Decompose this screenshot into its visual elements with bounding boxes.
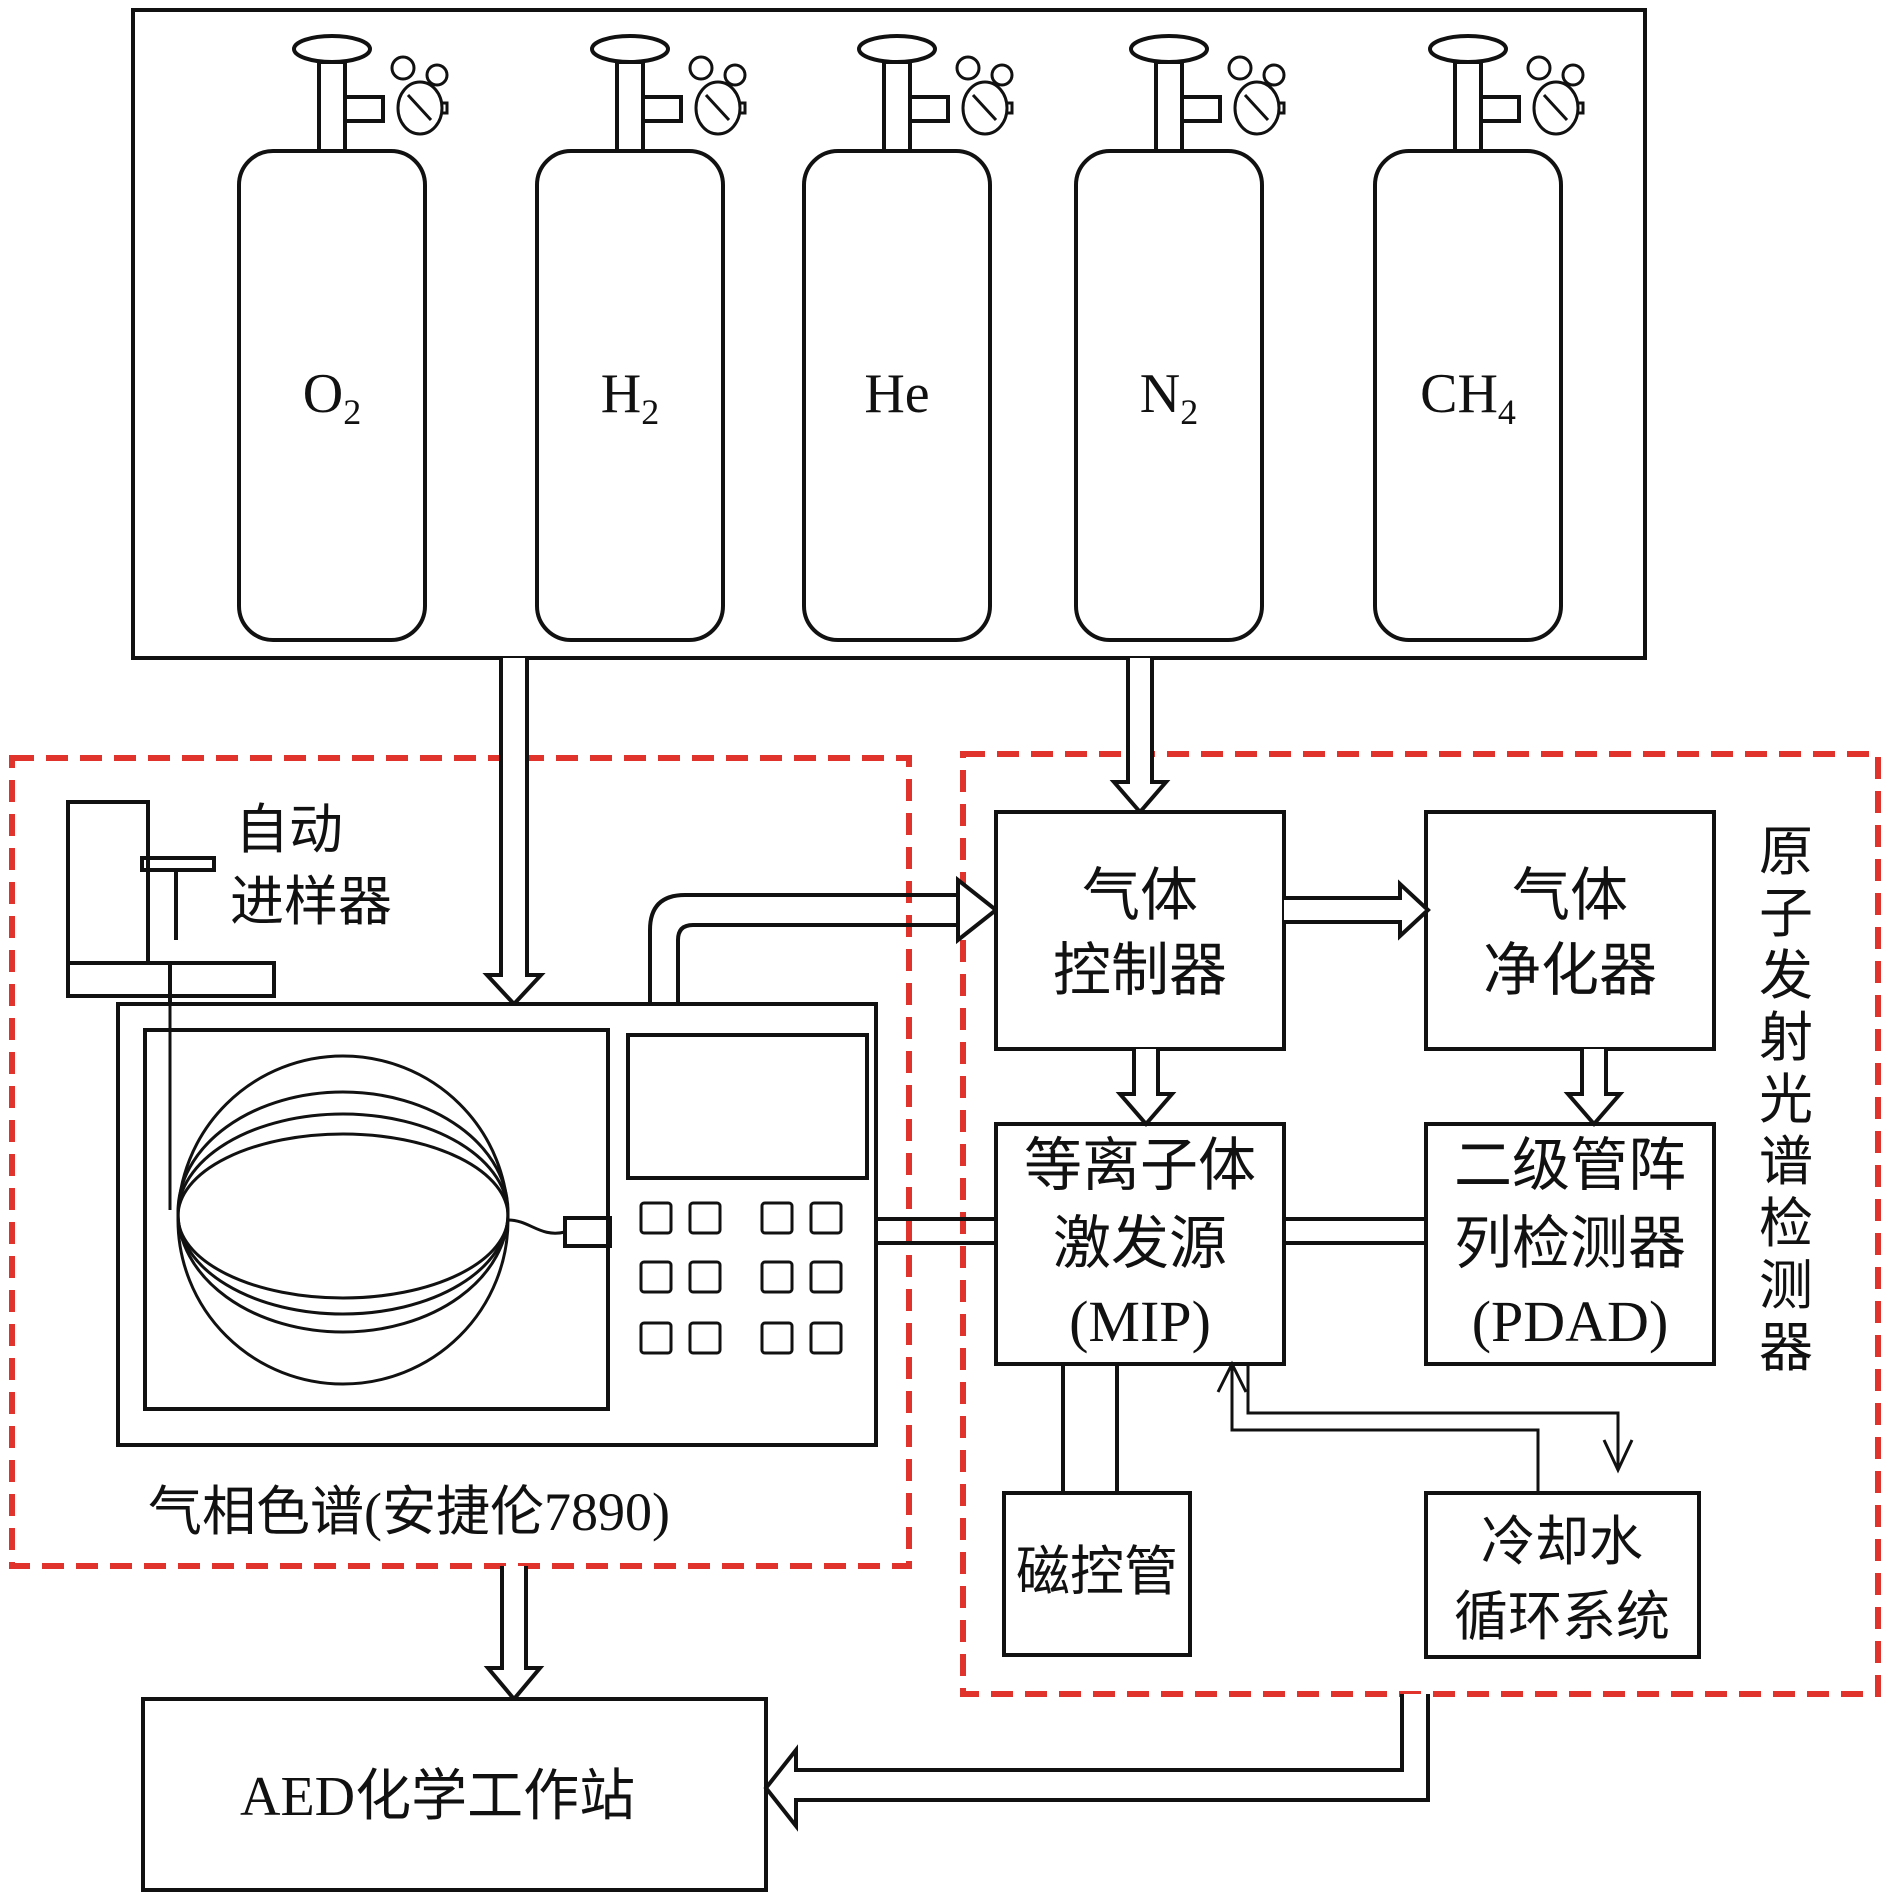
gc-keypad-button: [688, 1260, 722, 1294]
gc-keypad-button: [639, 1321, 673, 1355]
magnetron-box: [1002, 1491, 1192, 1657]
aed-vertical-title: 谱: [1759, 1132, 1813, 1192]
pressure-gauge-icon: [390, 55, 449, 136]
gc-keypad-button: [639, 1260, 673, 1294]
pressure-gauge-icon: [955, 55, 1014, 136]
aed-vertical-title: 检: [1759, 1194, 1813, 1254]
arrow-gc-to-workstation: [483, 1566, 545, 1703]
gas-purifier-label: 净化器: [1483, 938, 1657, 1003]
aed-vertical-title: 射: [1759, 1008, 1813, 1068]
gc-display-screen: [626, 1033, 869, 1180]
gc-keypad-button: [688, 1321, 722, 1355]
cooling-box: [1424, 1491, 1701, 1659]
gas-controller-label: 控制器: [1053, 938, 1227, 1003]
plasma-source-box: [994, 1122, 1286, 1366]
gas-cylinder: He: [802, 34, 1014, 642]
gc-keypad-button: [809, 1201, 843, 1235]
gc-keypad-button: [760, 1201, 794, 1235]
cooling-system-label: 循环系统: [1454, 1587, 1670, 1647]
gas-controller-label: 气体: [1082, 863, 1198, 928]
gas-cylinder: H2: [535, 34, 747, 642]
plasma-source-label: (MIP): [1069, 1289, 1211, 1354]
gas-purifier-label: 气体: [1512, 863, 1628, 928]
detector-label: 二级管阵: [1454, 1133, 1686, 1198]
aed-vertical-title: 原: [1759, 822, 1813, 882]
gas-formula-label: O2: [303, 363, 361, 432]
gc-instrument: [116, 875, 1000, 1447]
arrow-gas-to-gc: [482, 658, 546, 1007]
magnetron-label: 磁控管: [1016, 1542, 1178, 1602]
gc-keypad-button: [688, 1201, 722, 1235]
arrow-purifier-to-detector: [1563, 1049, 1625, 1128]
aed-vertical-title: 器: [1759, 1318, 1813, 1378]
arrow-aed-to-workstation: [763, 1694, 1430, 1832]
aed-vertical-title: 光: [1759, 1070, 1813, 1130]
gas-formula-label: N2: [1140, 363, 1198, 432]
gc-caption: 气相色谱(安捷伦7890): [148, 1482, 670, 1542]
gas-controller-box: [994, 810, 1286, 1051]
gc-keypad-button: [760, 1321, 794, 1355]
aed-vertical-title: 测: [1759, 1256, 1813, 1316]
pressure-gauge-icon: [688, 55, 747, 136]
arrow-controller-to-mip: [1115, 1049, 1177, 1128]
gas-formula-label: CH4: [1420, 363, 1516, 432]
gc-keypad-button: [809, 1321, 843, 1355]
gas-formula-label: He: [864, 363, 929, 425]
arrow-gas-to-controller: [1109, 658, 1171, 816]
arrow-controller-to-purifier: [1284, 879, 1431, 941]
gc-keypad-button: [809, 1260, 843, 1294]
plasma-source-label: 等离子体: [1024, 1133, 1256, 1198]
gas-cylinder: CH4: [1373, 34, 1585, 642]
pressure-gauge-icon: [1526, 55, 1585, 136]
cooling-loop: [1216, 1360, 1634, 1493]
gc-group-border: [9, 755, 912, 1569]
workstation-label: AED化学工作站: [240, 1766, 635, 1828]
workstation-box: [141, 1697, 768, 1892]
detector-box: [1424, 1122, 1716, 1366]
autosampler-label-2: 进样器: [230, 872, 392, 932]
plasma-source-label: 激发源: [1053, 1211, 1227, 1276]
gas-cylinder: O2: [237, 34, 449, 642]
aed-vertical-title: 发: [1759, 946, 1813, 1006]
detector-label: 列检测器: [1454, 1211, 1686, 1276]
pressure-gauge-icon: [1227, 55, 1286, 136]
gas-cylinder: N2: [1074, 34, 1286, 642]
gc-keypad-button: [760, 1260, 794, 1294]
gas-purifier-box: [1424, 810, 1716, 1051]
detector-label: (PDAD): [1472, 1289, 1669, 1354]
autosampler-label-1: 自动: [235, 800, 343, 860]
gc-keypad-button: [639, 1201, 673, 1235]
cooling-system-label: 冷却水: [1481, 1512, 1643, 1572]
gas-formula-label: H2: [601, 363, 659, 432]
aed-vertical-title: 子: [1759, 884, 1813, 944]
